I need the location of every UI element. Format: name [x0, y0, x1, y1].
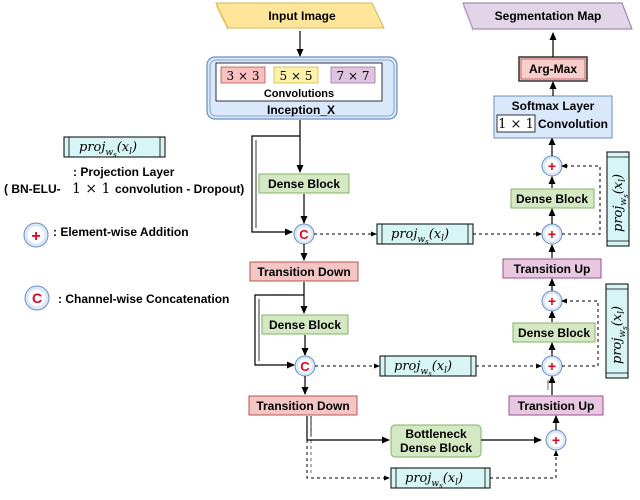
proj-box-vertical-1: [606, 151, 630, 247]
proj-box-vertical-2: [605, 283, 629, 379]
convolutions-label: Convolutions: [264, 88, 334, 100]
dashed-loop-row2: [561, 298, 599, 367]
svg-text:Dense Block: Dense Block: [516, 192, 588, 206]
conv7-cell: [330, 66, 376, 84]
legend-proj-detail-prefix: ( BN-ELU-: [4, 182, 61, 196]
svg-text:Arg-Max: Arg-Max: [529, 62, 577, 76]
conv5-cell: [273, 66, 319, 84]
svg-text:Segmentation Map: Segmentation Map: [495, 9, 602, 23]
concat-node-1: C: [293, 223, 315, 245]
conv5-label: 5 × 5: [280, 69, 313, 83]
proj-box-1: [376, 223, 474, 246]
legend-proj-detail-suffix: convolution - Dropout): [115, 182, 244, 196]
legend-proj-detail-kernel: 1 × 1: [72, 181, 110, 197]
add-node-bottom: +: [545, 429, 567, 451]
skip-td1-to-concat2: [254, 294, 304, 369]
svg-text:Transition Up: Transition Up: [514, 262, 591, 276]
legend-concatenation: C : Channel-wise Concatenation: [24, 285, 229, 311]
input-image-box: Input Image: [215, 2, 385, 31]
legend-projection: : Projection Layer ( BN-ELU- 1 × 1 convo…: [4, 136, 244, 197]
svg-text:Transition Down: Transition Down: [256, 399, 349, 413]
conv3-cell: [220, 66, 266, 84]
add-node-row1: +: [541, 223, 563, 245]
legend-addition: + : Element-wise Addition: [23, 222, 189, 248]
proj-box-2: [379, 355, 477, 378]
svg-text:+: +: [548, 293, 556, 309]
transition-down-2: Transition Down: [248, 395, 358, 416]
svg-text:1 × 1: 1 × 1: [498, 117, 534, 132]
dense-block-2: Dense Block: [261, 314, 349, 335]
conv7-label: 7 × 7: [337, 69, 370, 83]
svg-text:+: +: [548, 358, 556, 374]
svg-text:+: +: [548, 226, 556, 242]
svg-text:+: +: [552, 432, 560, 448]
add-node-row2b: +: [541, 290, 563, 312]
transition-down-1: Transition Down: [249, 261, 359, 282]
arrow-td2-to-bottleneck: [306, 416, 390, 444]
svg-text:Bottleneck: Bottleneck: [405, 427, 467, 441]
softmax-layer: Softmax Layer 1 × 1 Convolution: [493, 95, 613, 139]
transition-up-2: Transition Up: [508, 395, 604, 416]
softmax-kernel-box: [496, 114, 536, 133]
dashed-loop-row1: [561, 163, 601, 235]
segmentation-map-box: Segmentation Map: [462, 2, 633, 32]
dense-block-1: Dense Block: [258, 173, 350, 194]
dashed-proj3-to-add: [490, 450, 559, 479]
add-node-top: +: [541, 155, 563, 177]
conv3-label: 3 × 3: [227, 69, 260, 83]
dense-block-up-1: Dense Block: [510, 188, 595, 209]
svg-text:C: C: [299, 227, 309, 242]
dense-block-up-2: Dense Block: [512, 322, 596, 343]
svg-text:Dense Block: Dense Block: [269, 318, 341, 332]
svg-text:Convolution: Convolution: [538, 117, 608, 131]
concat-node-2: C: [294, 355, 316, 377]
svg-text:Dense Block: Dense Block: [268, 177, 340, 191]
dashed-td2-to-proj3: [306, 416, 390, 481]
bottleneck-dense-block: Bottleneck Dense Block: [390, 424, 482, 458]
argmax-box: Arg-Max: [518, 56, 588, 82]
add-node-row2: +: [541, 355, 563, 377]
legend-add-label: : Element-wise Addition: [53, 225, 189, 239]
svg-text:Softmax Layer: Softmax Layer: [512, 99, 595, 113]
inception-block: 3 × 3 5 × 5 7 × 7 Convolutions Inception…: [206, 56, 398, 120]
legend-concat-label: : Channel-wise Concatenation: [58, 292, 229, 306]
legend-proj-title: : Projection Layer: [73, 165, 175, 179]
svg-text:+: +: [548, 158, 556, 174]
svg-text:C: C: [300, 359, 310, 374]
input-image-label: Input Image: [268, 9, 336, 23]
proj-box-3: [390, 467, 491, 490]
svg-text:Transition Up: Transition Up: [518, 399, 595, 413]
svg-text:Transition Down: Transition Down: [257, 265, 350, 279]
transition-up-1: Transition Up: [502, 258, 602, 279]
skip-inception-to-concat1: [251, 135, 300, 236]
svg-text:Dense Block: Dense Block: [518, 326, 590, 340]
svg-text:Dense Block: Dense Block: [400, 441, 472, 455]
inception-label: Inception_X: [267, 103, 335, 117]
svg-text:+: +: [31, 228, 40, 245]
svg-text:C: C: [32, 290, 42, 306]
